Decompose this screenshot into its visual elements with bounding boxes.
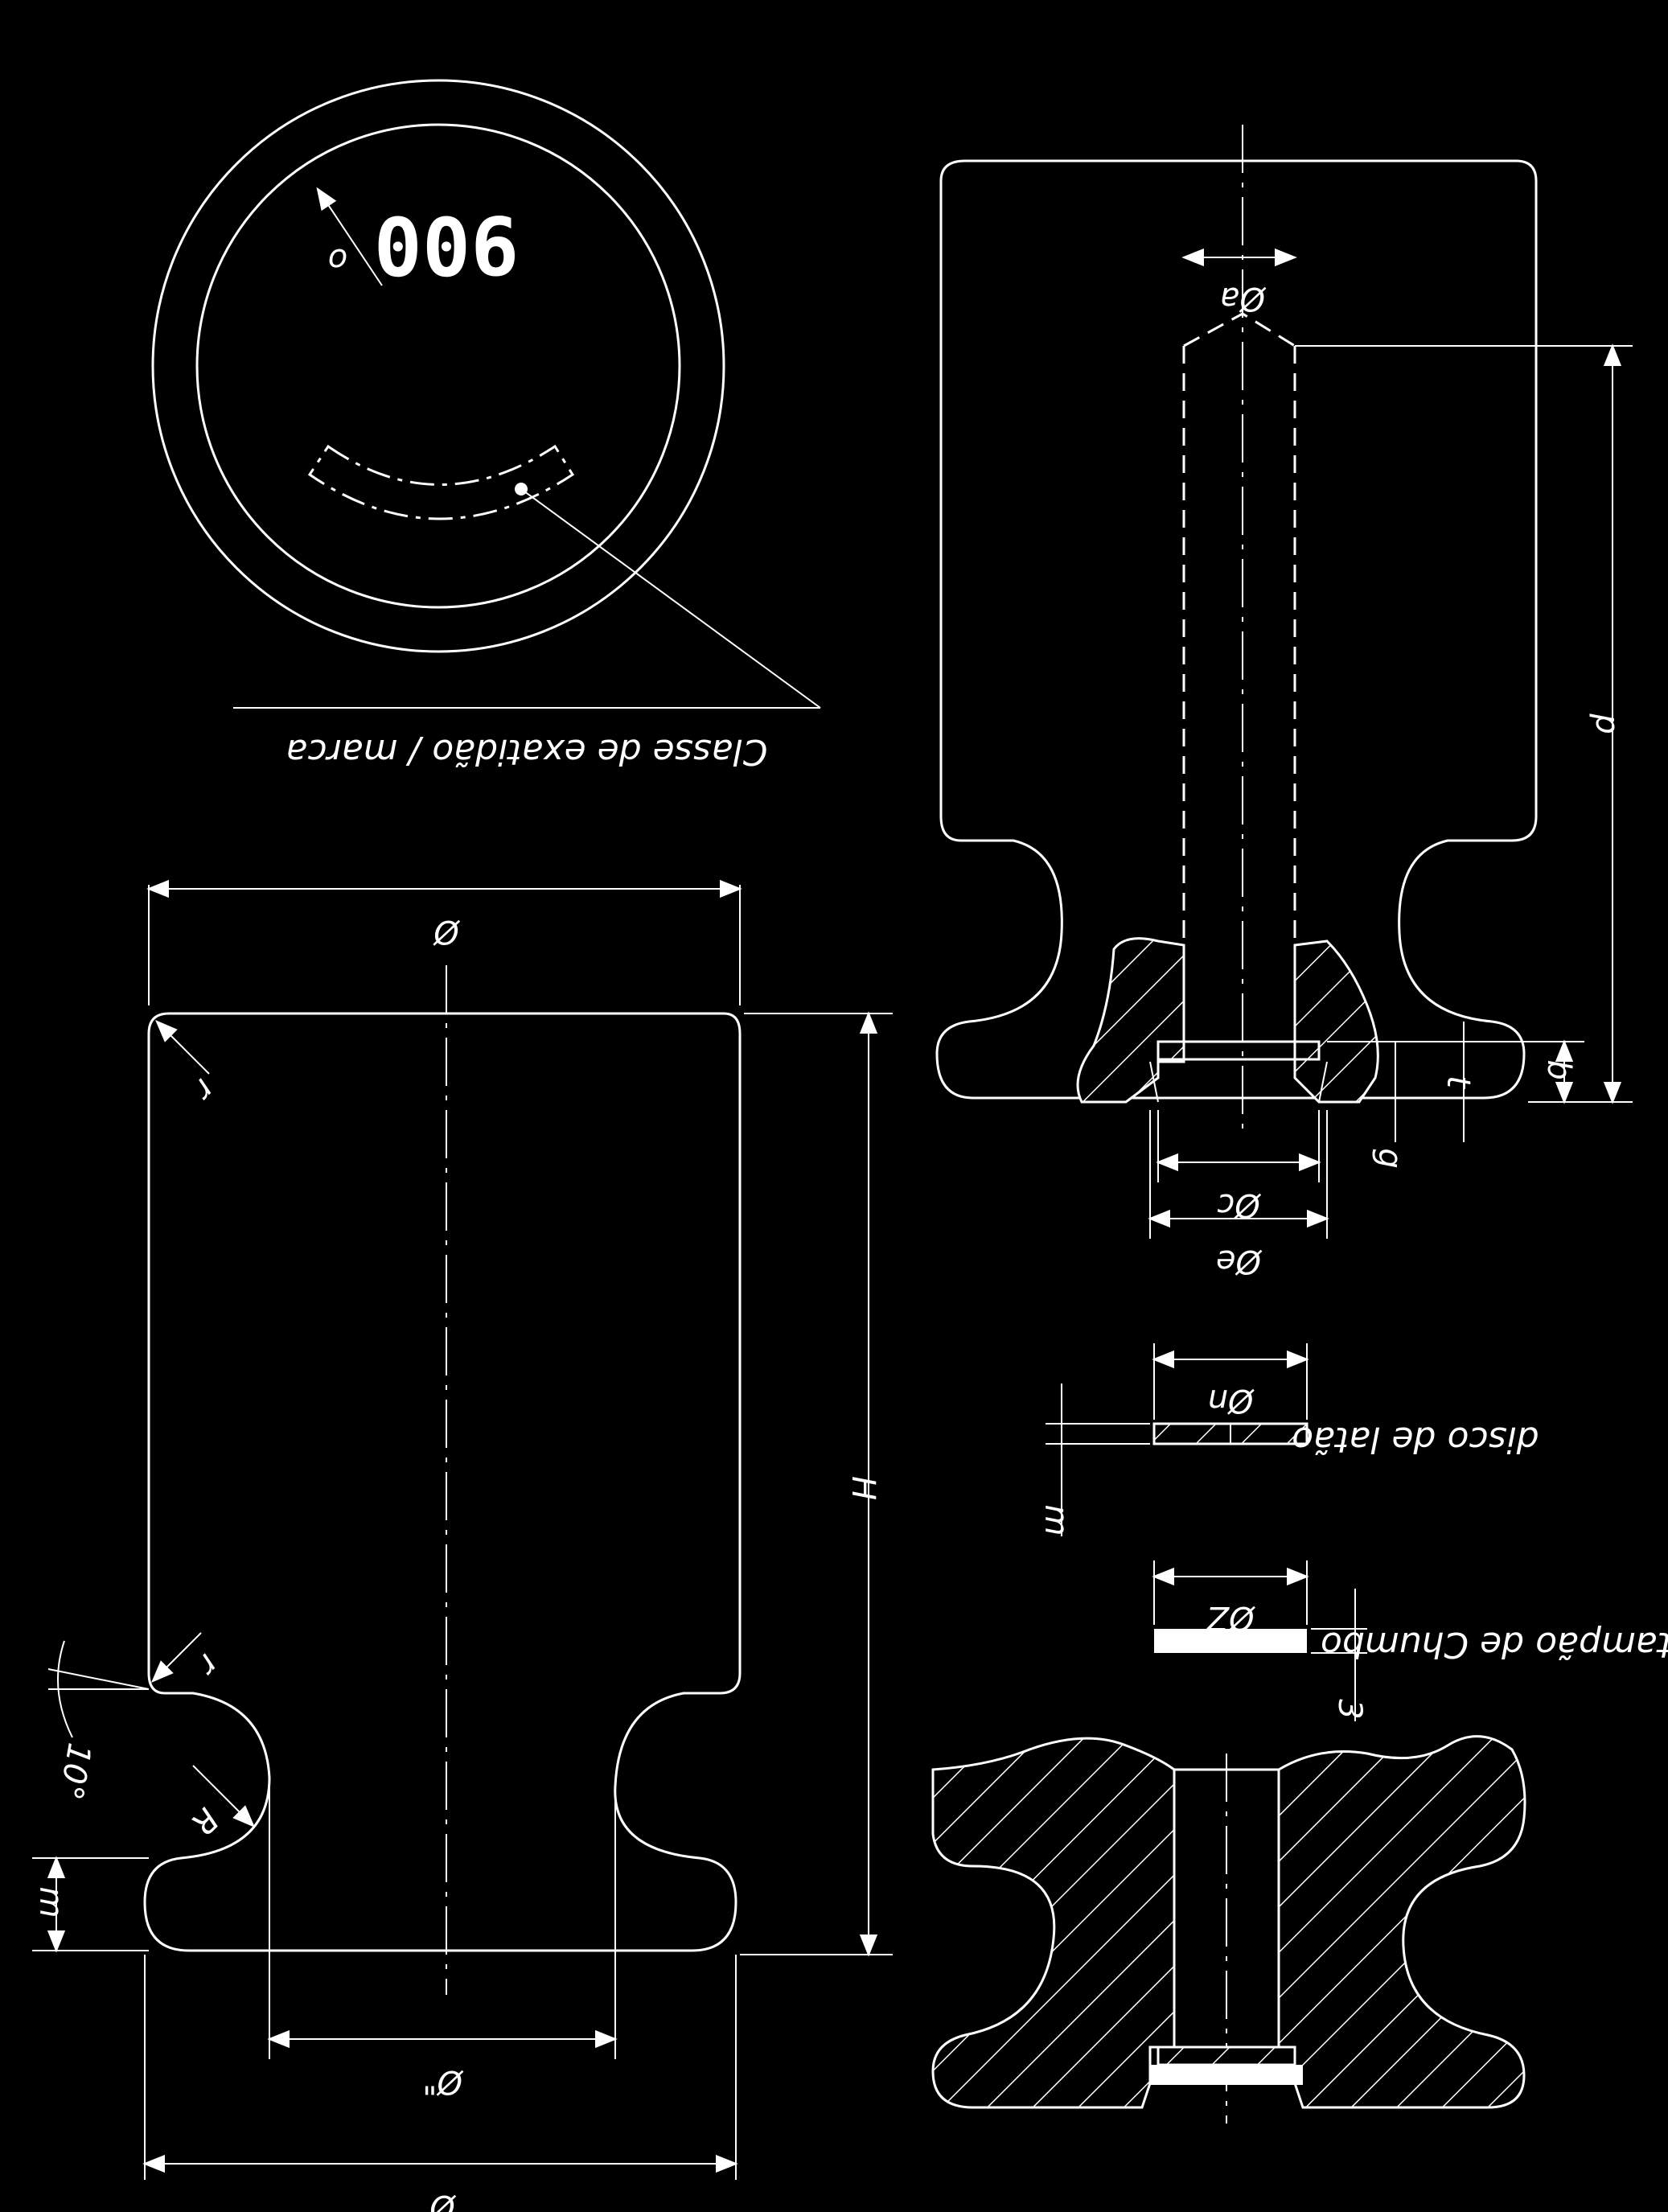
dim-p-label: p	[1588, 713, 1625, 734]
dim-t-label: t	[1440, 1075, 1477, 1089]
top-view-marking: 900 o Classe de exatidão / marca	[151, 79, 821, 772]
weight-outline	[935, 159, 1538, 1100]
dim-3-label: 3	[1331, 1699, 1368, 1719]
dim-H-label: H	[844, 1476, 881, 1500]
marking-leader-line	[520, 488, 821, 709]
dim-m-base-label: m	[32, 1887, 69, 1918]
dim-bottom-diam-label: Ø	[429, 2188, 457, 2212]
brass-disc-detail: Øn m disco de latão	[1037, 1343, 1539, 1536]
dim-diam-n-label: Øn	[1208, 1382, 1255, 1419]
dim-g-label: g	[1371, 1148, 1408, 1168]
base-brass-disc	[1157, 2045, 1296, 2066]
taper-lines	[1149, 1061, 1328, 1103]
lead-plug	[1154, 1629, 1307, 1653]
inner-circle	[195, 123, 681, 609]
front-view: Ø r H r 10° R m	[32, 879, 893, 2212]
marking-text: 900	[374, 198, 520, 292]
dim-diam-e-label: Øe	[1216, 1243, 1263, 1280]
dim-R-line	[192, 1765, 255, 1828]
dim-neck-label: Ø"	[422, 2063, 464, 2100]
section-cut-right	[1293, 939, 1379, 1104]
dim-r-bottom-line	[151, 1632, 202, 1683]
section-cut-left	[1076, 937, 1185, 1104]
dim-R-label: R	[183, 1800, 225, 1842]
dim-angle-label: 10°	[51, 1740, 98, 1803]
dim-b-label: b	[1540, 1059, 1577, 1079]
brass-disc-label: disco de latão	[1292, 1419, 1539, 1460]
disc-slot	[1157, 1040, 1321, 1061]
dim-o-line	[316, 187, 383, 286]
dim-o-label: o	[328, 241, 347, 278]
marking-label: Classe de exatidão / marca	[286, 731, 767, 772]
front-outline	[143, 1012, 742, 1952]
base-cut-right	[1277, 1735, 1526, 2109]
dim-diam-z-label: ØZ	[1206, 1599, 1255, 1636]
dim-r-top-label: r	[185, 1071, 222, 1108]
dim-top-diam-label: Ø	[433, 913, 461, 950]
marking-area-arc	[307, 444, 575, 520]
section-view: Øa p b t g Øc	[935, 125, 1633, 1280]
dim-r-bottom-label: r	[189, 1647, 226, 1684]
angle-arc	[57, 1640, 73, 1738]
dim-m-disc-label: m	[1037, 1505, 1074, 1536]
hidden-bore-tip	[1183, 312, 1296, 347]
angle-line-1	[47, 1668, 150, 1690]
base-lead-plug	[1150, 2065, 1303, 2085]
dim-diam-a-label: Øa	[1220, 280, 1267, 317]
base-cut-left	[931, 1737, 1176, 2109]
lead-plug-label: tampão de Chumbo	[1321, 1624, 1668, 1665]
section-base	[931, 1735, 1526, 2124]
outer-circle	[151, 79, 725, 653]
lead-plug-detail: ØZ 3 tampão de Chumbo	[1152, 1560, 1668, 1721]
dim-r-top-line	[155, 1020, 210, 1075]
